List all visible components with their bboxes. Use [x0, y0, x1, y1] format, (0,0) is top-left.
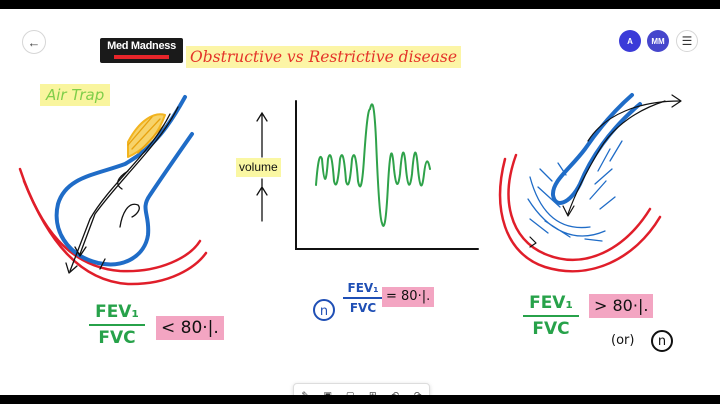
normal-marker: n	[313, 299, 335, 321]
hamburger-icon: ☰	[681, 34, 693, 48]
add-icon[interactable]: ⊞	[368, 389, 377, 396]
fraction-denominator: FVC	[532, 319, 570, 339]
avatar[interactable]: MM	[647, 30, 669, 52]
drawing-toolbar: ✎ ▣ ▢ ⊞ ↶ ↷	[293, 383, 430, 395]
logo-text: Med Madness	[107, 40, 176, 52]
avatar[interactable]: A	[619, 30, 641, 52]
comparator-box-middle: = 80·|.	[382, 287, 435, 307]
undo-icon[interactable]: ↶	[391, 389, 400, 396]
fev1-fvc-fraction-left: FEV₁ FVC	[89, 302, 145, 348]
logo: Med Madness	[100, 38, 183, 63]
fraction-denominator: FVC	[349, 301, 377, 315]
drawing-layer	[18, 93, 682, 286]
obstructive-drawing	[18, 95, 208, 286]
menu-button[interactable]: ☰	[676, 30, 698, 52]
air-trap-label: Air Trap	[40, 84, 111, 106]
image-icon[interactable]: ▣	[323, 389, 332, 396]
fraction-denominator: FVC	[98, 328, 136, 348]
fraction-numerator: FEV₁	[95, 302, 139, 322]
fev1-fvc-fraction-middle: FEV₁ FVC	[343, 281, 383, 315]
pen-icon[interactable]: ✎	[301, 389, 310, 396]
or-text: (or)	[611, 333, 635, 348]
whiteboard-canvas: ← A MM ☰ Med Madness Obstructive vs Rest…	[0, 9, 720, 395]
avatar-label: MM	[651, 36, 665, 46]
comparator-box-left: < 80·|.	[156, 316, 224, 340]
fev1-fvc-fraction-right: FEV₁ FVC	[523, 293, 579, 339]
logo-underline	[114, 55, 169, 59]
fraction-numerator: FEV₁	[347, 281, 379, 295]
volume-label: volume	[236, 158, 281, 177]
comment-icon[interactable]: ▢	[345, 389, 355, 396]
avatar-label: A	[627, 36, 633, 46]
back-button[interactable]: ←	[22, 30, 46, 54]
normal-marker: n	[651, 330, 673, 352]
comparator-box-right: > 80·|.	[589, 294, 654, 318]
redo-icon[interactable]: ↷	[413, 389, 422, 396]
fraction-numerator: FEV₁	[529, 293, 573, 313]
restrictive-drawing	[498, 93, 682, 273]
page-title: Obstructive vs Restrictive disease	[186, 46, 462, 68]
volume-graph	[256, 100, 479, 250]
arrow-left-icon: ←	[27, 34, 41, 50]
